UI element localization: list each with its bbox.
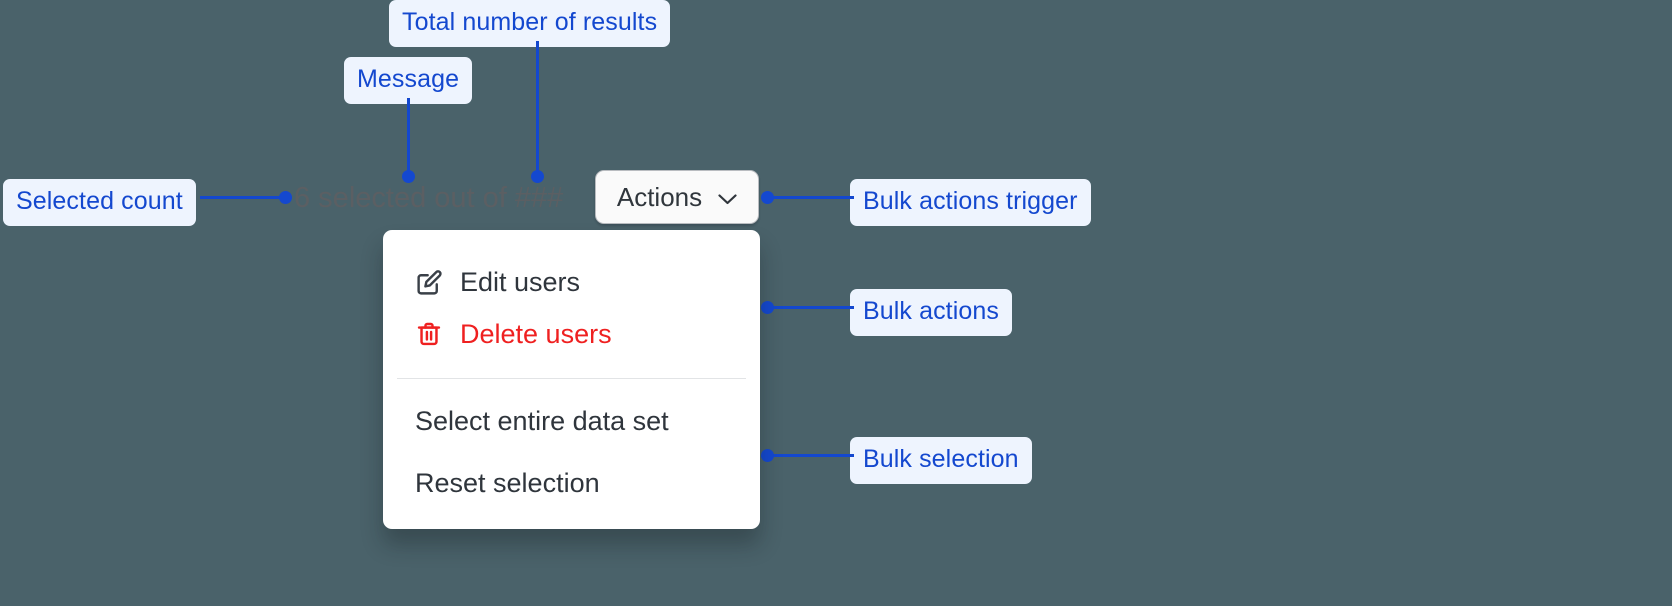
annotation-label-bulk-actions: Bulk actions: [850, 289, 1012, 336]
edit-pencil-icon: [414, 267, 444, 297]
menu-item-spacer: [383, 447, 760, 457]
menu-separator: [397, 378, 746, 379]
connector-bulk-selection: [766, 454, 854, 457]
menu-item-delete-users-label: Delete users: [460, 318, 612, 349]
bulk-actions-trigger-button[interactable]: Actions: [595, 170, 759, 224]
menu-item-reset-selection-label: Reset selection: [415, 467, 600, 498]
menu-item-delete-users[interactable]: Delete users: [383, 308, 760, 360]
menu-item-edit-users[interactable]: Edit users: [383, 256, 760, 308]
connector-message: [407, 98, 410, 176]
annotation-label-selected-count: Selected count: [3, 179, 196, 226]
selected-count-message: 6 selected out of ###: [294, 182, 564, 214]
connector-dot-bulk-selection: [761, 449, 774, 462]
connector-dot-bulk-actions-trigger: [761, 191, 774, 204]
connector-dot-total-number-of-results: [531, 170, 544, 183]
annotation-label-bulk-selection: Bulk selection: [850, 437, 1032, 484]
connector-total-number-of-results: [536, 41, 539, 176]
bulk-actions-menu[interactable]: Edit users Delete users Select entire da…: [383, 230, 760, 529]
menu-item-select-entire-data-set[interactable]: Select entire data set: [383, 395, 760, 447]
annotation-label-total-number-of-results: Total number of results: [389, 0, 671, 47]
connector-bulk-actions-trigger: [766, 196, 854, 199]
menu-item-select-entire-data-set-label: Select entire data set: [415, 405, 669, 436]
connector-bulk-actions: [766, 306, 854, 309]
menu-item-edit-users-label: Edit users: [460, 266, 581, 297]
trash-icon: [414, 319, 444, 349]
chevron-down-icon: [718, 192, 737, 204]
connector-dot-selected-count: [279, 191, 292, 204]
annotation-label-bulk-actions-trigger: Bulk actions trigger: [850, 179, 1091, 226]
connector-dot-message: [402, 170, 415, 183]
connector-dot-bulk-actions: [761, 301, 774, 314]
connector-selected-count: [200, 196, 292, 199]
annotation-label-message: Message: [344, 57, 473, 104]
menu-item-reset-selection[interactable]: Reset selection: [383, 457, 760, 509]
bulk-actions-trigger-label: Actions: [616, 182, 703, 212]
